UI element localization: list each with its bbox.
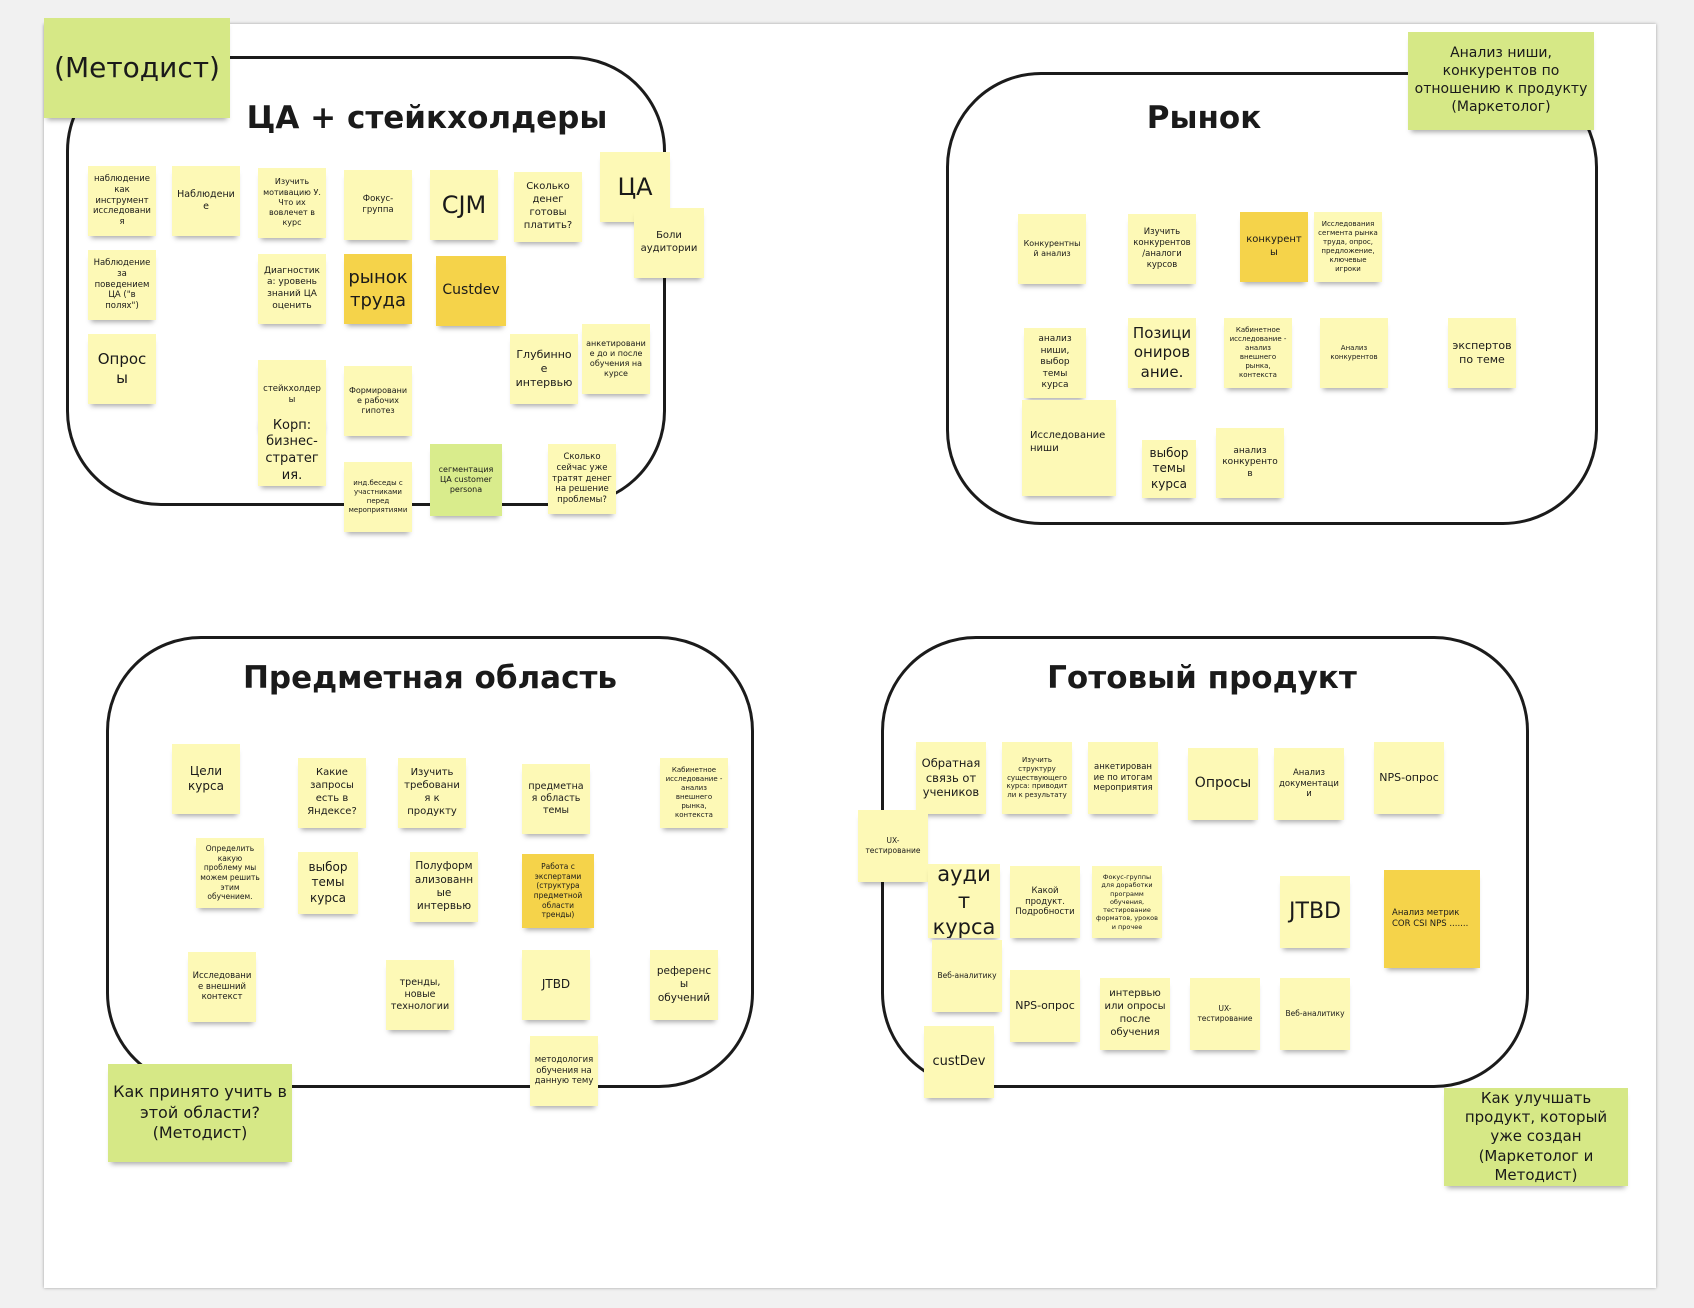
sticky-note[interactable]: Анализ конкурентов: [1320, 318, 1388, 388]
sticky-note[interactable]: конкуренты: [1240, 212, 1308, 282]
sticky-note[interactable]: Анализ документации: [1274, 748, 1344, 820]
sticky-note[interactable]: JTBD: [522, 950, 590, 1020]
sticky-note[interactable]: Глубинное интервью: [510, 334, 578, 404]
sticky-note[interactable]: Исследования сегмента рынка труда, опрос…: [1314, 212, 1382, 282]
sticky-note[interactable]: Сколько денег готовы платить?: [514, 172, 582, 242]
sticky-note[interactable]: методология обучения на данную тему: [530, 1036, 598, 1106]
sticky-note[interactable]: Обратная связь от учеников: [916, 742, 986, 814]
sticky-note[interactable]: Веб-аналитику: [1280, 978, 1350, 1050]
sticky-note[interactable]: custDev: [924, 1026, 994, 1098]
sticky-note[interactable]: предметная область темы: [522, 764, 590, 834]
sticky-note[interactable]: Какие запросы есть в Яндексе?: [298, 758, 366, 828]
frame-title-subject: Предметная область: [242, 660, 618, 696]
sticky-note[interactable]: Веб-аналитику: [932, 940, 1002, 1012]
sticky-note-marketologist-market[interactable]: Анализ ниши, конкурентов по отношению к …: [1408, 32, 1594, 130]
sticky-note[interactable]: аудит курса: [928, 864, 1000, 938]
sticky-note[interactable]: Анализ метрик COR CSI NPS .......: [1384, 870, 1480, 968]
sticky-note[interactable]: Конкурентный анализ: [1018, 214, 1086, 284]
sticky-note[interactable]: UX-тестирование: [858, 810, 928, 882]
sticky-note[interactable]: интервью или опросы после обучения: [1100, 978, 1170, 1050]
frame-title-market: Рынок: [1146, 100, 1262, 136]
sticky-note[interactable]: анкетирование до и после обучения на кур…: [582, 324, 650, 394]
sticky-note[interactable]: Полуформализованные интервью: [410, 852, 478, 922]
sticky-note[interactable]: Изучить конкурентов/аналоги курсов: [1128, 214, 1196, 284]
sticky-note[interactable]: наблюдение как инструмент исследования: [88, 166, 156, 236]
frame-title-product: Готовый продукт: [1047, 660, 1357, 696]
sticky-note[interactable]: Какой продукт. Подробности: [1010, 866, 1080, 938]
sticky-note-methodist-subject[interactable]: Как принято учить в этой области? (Метод…: [108, 1064, 292, 1162]
sticky-note[interactable]: NPS-опрос: [1010, 970, 1080, 1042]
sticky-note[interactable]: Изучить структуру существующего курса: п…: [1002, 742, 1072, 814]
sticky-note[interactable]: Диагностика: уровень знаний ЦА оценить: [258, 254, 326, 324]
sticky-note[interactable]: Исследование внешний контекст: [188, 952, 256, 1022]
sticky-note[interactable]: CJM: [430, 170, 498, 240]
sticky-note[interactable]: выбор темы курса: [298, 852, 358, 914]
sticky-note[interactable]: Исследование ниши: [1022, 400, 1116, 496]
sticky-note[interactable]: Опросы: [88, 334, 156, 404]
sticky-note[interactable]: инд.беседы с участниками перед мероприят…: [344, 462, 412, 532]
sticky-note[interactable]: сегментация ЦА customer persona: [430, 444, 502, 516]
sticky-note[interactable]: Фокус-группа: [344, 170, 412, 240]
whiteboard-canvas[interactable]: ЦА + стейкхолдеры Рынок Предметная облас…: [44, 18, 1656, 1288]
sticky-note[interactable]: Сколько сейчас уже тратят денег на решен…: [548, 444, 616, 514]
sticky-note[interactable]: Наблюдение за поведением ЦА ("в полях"): [88, 250, 156, 320]
sticky-note[interactable]: UX-тестирование: [1190, 978, 1260, 1050]
sticky-note[interactable]: экспертов по теме: [1448, 318, 1516, 388]
sticky-note[interactable]: Кабинетное исследование - анализ внешнег…: [660, 758, 728, 828]
sticky-note[interactable]: NPS-опрос: [1374, 742, 1444, 814]
sticky-note[interactable]: Опросы: [1188, 748, 1258, 820]
sticky-note[interactable]: Custdev: [436, 256, 506, 326]
sticky-note-product-roles[interactable]: Как улучшать продукт, который уже создан…: [1444, 1088, 1628, 1186]
sticky-note[interactable]: Фокус-группы для доработки программ обуч…: [1092, 866, 1162, 938]
sticky-note[interactable]: Цели курса: [172, 744, 240, 814]
sticky-note[interactable]: Изучить требования к продукту: [398, 758, 466, 828]
sticky-note[interactable]: Работа с экспертами (структура предметно…: [522, 854, 594, 928]
sticky-note[interactable]: Боли аудитории: [634, 208, 704, 278]
sticky-note[interactable]: Формирование рабочих гипотез: [344, 366, 412, 436]
sticky-note[interactable]: Изучить мотивацию У. Что их вовлечет в к…: [258, 168, 326, 238]
sticky-note[interactable]: референсы обучений: [650, 950, 718, 1020]
sticky-note[interactable]: Позиционирование.: [1128, 318, 1196, 388]
sticky-note[interactable]: JTBD: [1280, 876, 1350, 948]
sticky-note[interactable]: Корп: бизнес-стратегия.: [258, 416, 326, 486]
sticky-note[interactable]: Определить какую проблему мы можем решит…: [196, 838, 264, 908]
sticky-note-methodist-tag[interactable]: (Методист): [44, 18, 230, 118]
frame-title-ca: ЦА + стейкхолдеры: [246, 100, 608, 136]
sticky-note[interactable]: выбор темы курса: [1142, 440, 1196, 498]
sticky-note[interactable]: Наблюдение: [172, 166, 240, 236]
sticky-note[interactable]: анализ конкурентов: [1216, 428, 1284, 498]
sticky-note[interactable]: рынок труда: [344, 254, 412, 324]
sticky-note[interactable]: анализ ниши, выбор темы курса: [1024, 328, 1086, 398]
sticky-note[interactable]: тренды, новые технологии: [386, 960, 454, 1030]
sticky-note[interactable]: Кабинетное исследование - анализ внешнег…: [1224, 318, 1292, 388]
sticky-note[interactable]: анкетирование по итогам мероприятия: [1088, 742, 1158, 814]
